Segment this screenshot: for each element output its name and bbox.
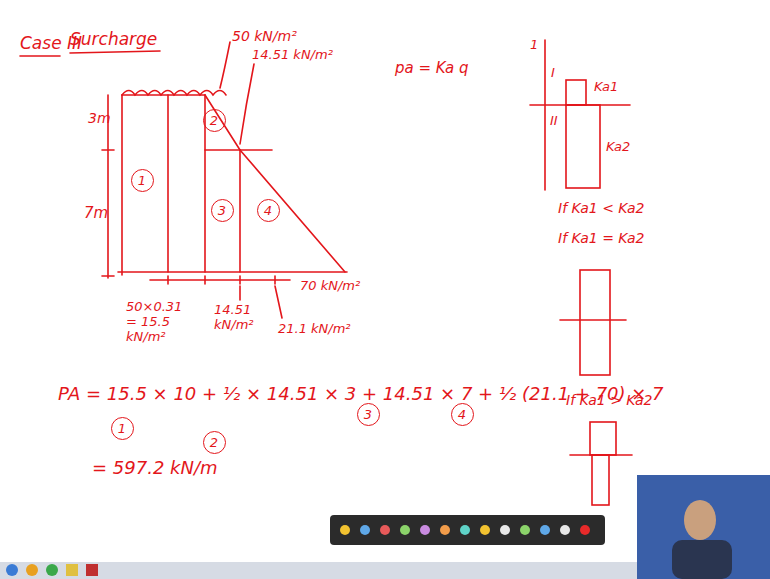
pressure-value: 14.51 kN/m²	[214, 303, 264, 333]
callout-number: 2	[210, 114, 218, 127]
coefficient-label: Ka1	[594, 80, 618, 95]
circled-number: 4	[451, 403, 474, 426]
circled-number: 2	[203, 109, 226, 132]
callout-number: 1	[118, 422, 126, 435]
toolbar-icon	[580, 525, 590, 535]
toolbar-icon	[480, 525, 490, 535]
coefficient-label: Ka2	[606, 140, 630, 155]
toolbar-icon	[560, 525, 570, 535]
pressure-block	[580, 270, 610, 375]
taskbar-icon	[66, 564, 78, 576]
pressure-boundary	[239, 150, 241, 272]
pressure-value: 21.1 kN/m²	[278, 322, 351, 337]
circled-number: 4	[257, 199, 280, 222]
pen-toolbar	[330, 515, 605, 545]
callout-number: 3	[218, 204, 226, 217]
layer-interface	[570, 454, 632, 456]
formula: pa = Ka q	[395, 60, 469, 77]
result: = 597.2 kN/m	[92, 458, 218, 479]
taskbar-icon	[6, 564, 18, 576]
pressure-boundary	[204, 95, 206, 272]
pressure-value: 14.51 kN/m²	[252, 48, 333, 63]
toolbar-icon	[340, 525, 350, 535]
pressure-block	[566, 105, 600, 188]
wall-line	[544, 40, 546, 190]
base-line	[118, 271, 347, 273]
dimension-tick	[102, 149, 114, 151]
surcharge-load	[122, 91, 226, 96]
pressure-value: 50×0.31 = 15.5 kN/m²	[126, 300, 190, 345]
circled-number: 2	[203, 431, 226, 454]
taskbar-icon	[26, 564, 38, 576]
layer-number: 1	[530, 38, 538, 53]
toolbar-icon	[460, 525, 470, 535]
layer-number: I	[551, 66, 555, 81]
presenter	[684, 500, 716, 540]
pressure-value: 70 kN/m²	[300, 279, 360, 294]
toolbar-icon	[400, 525, 410, 535]
pressure-slope	[205, 95, 240, 150]
circled-number: 3	[357, 403, 380, 426]
dimension-label: 3m	[88, 110, 111, 126]
circled-number: 1	[131, 169, 154, 192]
dimension-line	[150, 279, 290, 281]
dimension-tick	[102, 275, 114, 277]
toolbar-icon	[380, 525, 390, 535]
pressure-slope	[240, 150, 345, 272]
callout-number: 2	[210, 436, 218, 449]
pressure-block	[566, 80, 586, 105]
pressure-block	[590, 422, 616, 455]
surcharge-value: 50 kN/m²	[232, 28, 297, 44]
condition-note: If Ka1 > Ka2	[566, 392, 652, 408]
taskbar-icon	[86, 564, 98, 576]
wall-line	[121, 95, 123, 275]
pressure-block	[592, 455, 609, 505]
video-inset	[637, 475, 770, 579]
toolbar-icon	[520, 525, 530, 535]
leader-line	[240, 64, 254, 144]
layer-interface	[205, 149, 272, 151]
toolbar-icon	[440, 525, 450, 535]
layer-number: II	[550, 114, 558, 129]
callout-number: 4	[458, 408, 466, 421]
leader-line	[275, 286, 282, 318]
wall-top	[122, 94, 205, 96]
leader-line	[220, 42, 230, 88]
dimension-label: 7m	[84, 205, 108, 222]
callout-number: 3	[364, 408, 372, 421]
toolbar-icon	[360, 525, 370, 535]
pressure-boundary	[167, 95, 169, 272]
underline	[70, 51, 160, 53]
presenter	[672, 540, 732, 579]
condition-note: If Ka1 = Ka2	[558, 230, 644, 246]
circled-number: 1	[111, 417, 134, 440]
toolbar-icon	[420, 525, 430, 535]
condition-note: If Ka1 < Ka2	[558, 200, 644, 216]
taskbar-icon	[46, 564, 58, 576]
toolbar-icon	[500, 525, 510, 535]
underline	[20, 55, 60, 57]
callout-number: 4	[264, 204, 272, 217]
layer-interface	[560, 319, 626, 321]
callout-number: 1	[138, 174, 146, 187]
taskbar	[0, 562, 637, 579]
topic-heading: Surcharge	[70, 30, 157, 50]
toolbar-icon	[540, 525, 550, 535]
circled-number: 3	[211, 199, 234, 222]
leader-line	[239, 286, 241, 300]
